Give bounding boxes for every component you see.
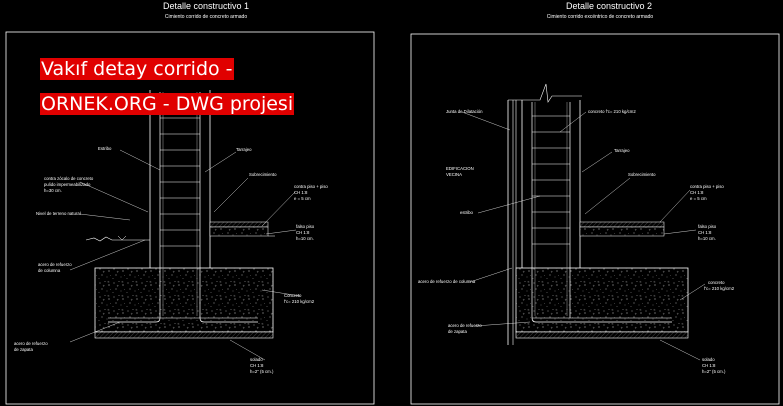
detail2-subtitle: Cimiento corrido excéntrico de concreto … (547, 14, 654, 20)
detail2-break-line (508, 83, 582, 103)
d1-label-concreto-1: Concreto (284, 293, 302, 298)
d2-label-falso-1: falso piso (698, 224, 717, 229)
d1-label-pegado-3: h=30 cm. (44, 188, 62, 193)
detail-1: Detalle constructivo 1 Cimiento corrido … (5, 1, 375, 405)
detail1-column (108, 90, 258, 323)
d1-label-solado-1: solado (250, 357, 263, 362)
detail1-subtitle: Cimiento corrido de concreto armado (165, 14, 247, 20)
detail2-footing (515, 267, 689, 333)
detail1-falso-piso (209, 226, 269, 237)
watermark-line-1: Vakıf detay corrido - (40, 58, 234, 80)
d2-label-acero-zap-2: de zapata (448, 329, 467, 334)
detail2-contrapiso (579, 221, 665, 228)
detail-2: Detalle constructivo 2 Cimiento corrido … (410, 1, 780, 405)
d2-label-falso-2: CH 1:8 (698, 230, 712, 235)
d1-label-pegado-1: contra zócalo de concreto (44, 176, 94, 181)
d2-label-estribo: estribo (460, 210, 474, 215)
d1-label-falso-2: CH 1:8 (296, 230, 310, 235)
d2-label-concreto-top: concreto f'c= 210 kg/cm2 (588, 109, 636, 114)
d2-label-edificacion-2: VECINA (446, 172, 462, 177)
d1-label-falso-3: h=10 cm. (296, 236, 314, 241)
detail2-title: Detalle constructivo 2 (566, 1, 652, 11)
d2-label-solado-3: h=2" (5 cm.) (702, 369, 726, 374)
detail1-ground-line (85, 236, 150, 242)
d2-label-solado-1: solado (702, 357, 715, 362)
detail1-frame (5, 31, 375, 405)
d2-label-contrapiso-2: CH 1:8 (690, 190, 704, 195)
d2-label-solado-2: CH 1:8 (702, 363, 716, 368)
detail1-solado (94, 331, 274, 339)
d2-label-junta: Junta de Dilatación (446, 109, 483, 114)
d2-label-acero-zap-1: acero de refuerzo (448, 323, 482, 328)
d2-label-contrapiso-1: contra piso + piso (690, 184, 724, 189)
d1-label-solado-3: h=2" (5 cm.) (250, 369, 274, 374)
detail1-title: Detalle constructivo 1 (163, 1, 249, 11)
d2-label-concreto-1: concreto (708, 280, 725, 285)
d1-label-tarrajeo: Tarrajeo (236, 147, 252, 152)
d1-label-acero-zap-2: de zapata (14, 347, 33, 352)
d2-label-sobrecimiento: Sobrecimiento (628, 172, 656, 177)
d2-label-acero-col: acero de refuerzo de columna (418, 279, 476, 284)
d2-label-falso-3: h=10 cm. (698, 236, 716, 241)
d2-label-tarrajeo: Tarrajeo (614, 148, 630, 153)
detail2-falso-piso (579, 226, 665, 237)
d1-label-nivel: Nivel de terreno natural (36, 211, 81, 216)
d1-label-sobrecimiento: Sobrecimiento (249, 172, 277, 177)
watermark-line-2: ORNEK.ORG - DWG projesi (40, 93, 295, 115)
d1-label-estribo: Estribo (98, 146, 112, 151)
d1-label-contrapiso-2: CH 1:8 (294, 190, 308, 195)
d2-label-edificacion-1: EDIFICACION (446, 166, 474, 171)
d1-label-pegado-2: pulido impermeabilizado (44, 182, 91, 187)
d1-label-acero-col-2: de columna (38, 268, 61, 273)
d1-label-contrapiso-3: e = 5 cm (294, 196, 311, 201)
d1-label-solado-2: CH 1:8 (250, 363, 264, 368)
d1-label-acero-col-1: acero de refuerzo (38, 262, 72, 267)
d1-label-falso-1: falso piso (296, 224, 315, 229)
detail2-frame (410, 33, 780, 405)
d2-label-concreto-2: f'c= 210 kg/cm2 (704, 286, 735, 291)
detail1-contrapiso (209, 221, 269, 228)
detail2-column (521, 100, 672, 323)
d1-label-contrapiso-1: contra piso + piso (294, 184, 328, 189)
d2-label-contrapiso-3: e = 5 cm (690, 196, 707, 201)
d1-label-acero-zap-1: acero de refuerzo (14, 341, 48, 346)
detail1-footing (94, 267, 274, 333)
detail2-solado (515, 331, 689, 339)
d1-label-concreto-2: f'c= 210 kg/cm2 (284, 299, 315, 304)
